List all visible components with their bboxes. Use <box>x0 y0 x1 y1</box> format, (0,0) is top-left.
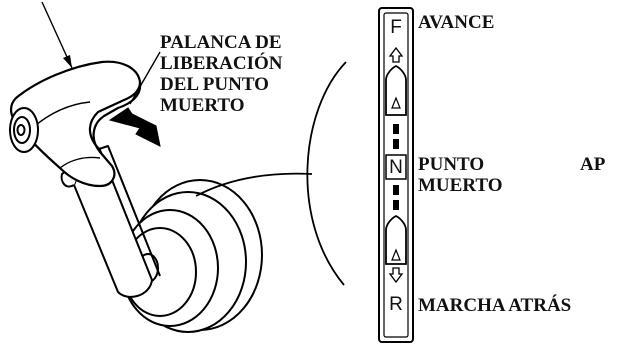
reverse-boat-icon <box>385 214 407 265</box>
neutral-letter: N <box>389 157 403 178</box>
push-arrow <box>108 107 161 147</box>
release-lever-label-line-3: DEL PUNTO <box>160 74 269 95</box>
magnify-lens-outline <box>306 61 347 286</box>
magnify-connector <box>195 172 313 197</box>
reverse-boat-inner <box>391 248 401 261</box>
release-lever-label-line-2: LIBERACIÓN <box>160 53 283 74</box>
release-lever-label-line-1: PALANCA DE <box>160 32 282 53</box>
neutral-position-label-line-1: PUNTO <box>418 154 485 175</box>
forward-position-label: AVANCE <box>418 12 495 33</box>
lever-end-cap <box>9 107 39 153</box>
forward-letter: F <box>390 17 402 38</box>
lever-pointer-arrowhead <box>63 55 72 68</box>
forward-boat-icon <box>385 64 407 116</box>
forward-boat-inner <box>391 96 401 109</box>
reverse-letter: R <box>389 294 403 315</box>
reverse-position-label: MARCHA ATRÁS <box>418 295 572 316</box>
forward-small-arrow-icon <box>388 46 404 63</box>
neutral-position-label-line-2: MUERTO <box>418 175 503 196</box>
reverse-detent-marks <box>393 185 399 210</box>
release-lever-label-line-4: MUERTO <box>160 95 245 116</box>
neutral-box <box>385 154 407 180</box>
release-lever-leader <box>129 51 161 105</box>
reverse-small-arrow-icon <box>388 267 404 284</box>
cutoff-label: AP <box>580 154 606 175</box>
forward-detent-marks <box>393 124 399 149</box>
